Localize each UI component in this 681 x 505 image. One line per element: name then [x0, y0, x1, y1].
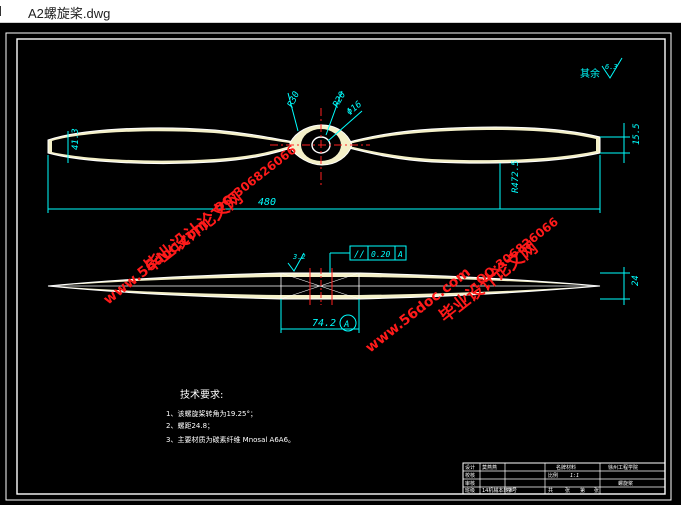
note-2: 2、螺距24.8；: [166, 421, 214, 430]
tb-designer: 莫燕燕: [482, 464, 497, 471]
dim-radius-r30: R30: [286, 90, 302, 109]
tb-school: 徐州工程学院: [608, 464, 638, 471]
tb-check-label: 校核: [465, 472, 475, 479]
tb-scale: 1:1: [570, 473, 579, 479]
side-roughness: 3.2: [292, 253, 306, 261]
note-1: 1、该螺旋桨转角为19.25°；: [166, 409, 257, 418]
propeller-top-view: R30 R20 Φ16 41.3 480 R472.5 15.5: [47, 90, 642, 213]
inner-frame: [16, 38, 666, 495]
dim-span: 480: [258, 197, 276, 208]
dim-chord: 41.3: [71, 128, 81, 150]
title-block: 设计 莫燕燕 名牌材料 徐州工程学院 校核 比例 1:1 审核 螺旋桨 班级 1…: [462, 462, 666, 495]
note-3: 3、主要材质为碳素纤维 Mnosal A6A6。: [166, 435, 295, 444]
cad-canvas[interactable]: 其余 6.3 R30 R20 Φ16 41.3 480: [0, 23, 681, 505]
tb-design-label: 设计: [465, 464, 475, 471]
tb-class-label: 班级: [465, 487, 475, 494]
tolerance-frame: // 0.20 A: [329, 245, 407, 273]
surface-finish-value: 6.3: [605, 63, 618, 71]
surface-finish-label: 其余: [580, 67, 600, 80]
watermark-qq-2: QQ:306826066: [473, 215, 561, 288]
title-bar: A2螺旋桨.dwg: [0, 0, 681, 23]
surface-finish-symbol: 其余 6.3: [580, 57, 623, 80]
tb-total-unit: 张: [565, 487, 570, 494]
dim-radius-r20: R20: [331, 90, 348, 109]
datum-label: A: [343, 320, 349, 330]
dim-hub-length: 74.2: [312, 318, 336, 329]
notes-title: 技术要求:: [180, 388, 223, 401]
tb-id-label: 学号: [507, 487, 517, 494]
tb-scale-label: 比例: [548, 472, 558, 479]
tol-value: 0.20: [371, 250, 390, 259]
propeller-side-view: 3.2 // 0.20 A 74.2 A 24: [47, 245, 641, 333]
tb-material: 名牌材料: [556, 464, 576, 471]
tol-datum: A: [397, 250, 403, 259]
datum-circle: [339, 314, 357, 332]
tb-review-label: 审核: [465, 480, 475, 487]
tb-class: 14机械本转本: [482, 487, 513, 494]
window-title: A2螺旋桨.dwg: [28, 6, 111, 21]
tb-sheet-label: 第: [580, 487, 585, 494]
dim-hole-phi16: Φ16: [345, 100, 364, 118]
dim-thickness: 24: [631, 275, 641, 286]
tb-total-label: 共: [548, 487, 553, 494]
technical-notes: 技术要求: 1、该螺旋桨转角为19.25°； 2、螺距24.8； 3、主要材质为…: [166, 388, 295, 444]
tb-sheet-unit: 张: [594, 487, 599, 494]
dim-arc-r472: R472.5: [511, 160, 521, 193]
dim-tip: 15.5: [632, 123, 642, 145]
tb-part-name: 螺旋桨: [618, 480, 633, 487]
outer-frame: [5, 32, 672, 501]
window-edge: [0, 6, 5, 16]
tol-symbol: //: [354, 250, 365, 260]
